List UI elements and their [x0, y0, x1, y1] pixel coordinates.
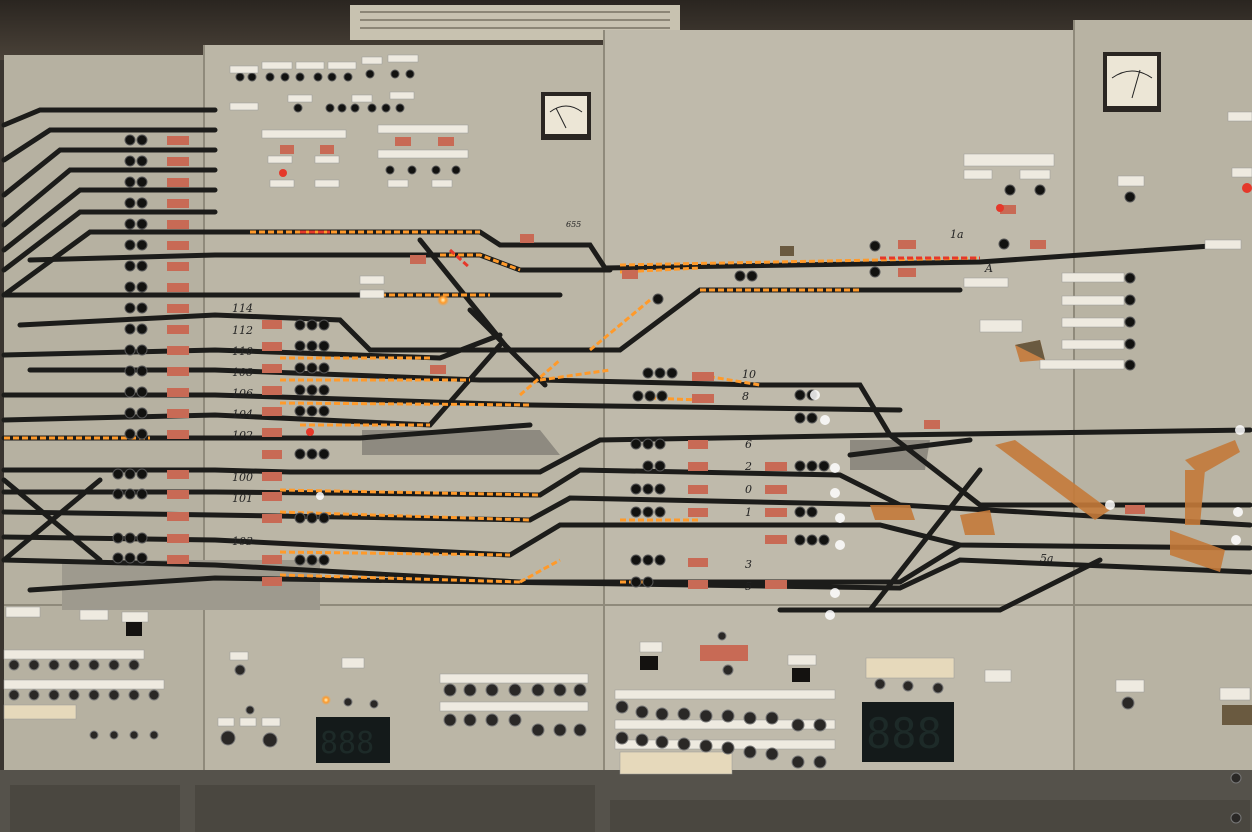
digital-display-left: 888 [316, 717, 390, 763]
route-button-blocks [112, 69, 1145, 661]
rotary-switch-bank [8, 631, 1242, 824]
svg-text:888: 888 [866, 709, 942, 758]
svg-text:103: 103 [232, 535, 253, 548]
svg-text:3: 3 [745, 558, 752, 571]
amber-indicator-lamp [321, 695, 331, 705]
svg-text:A: A [984, 262, 993, 275]
svg-text:655: 655 [566, 220, 581, 229]
panel-section-4 [1074, 20, 1252, 810]
svg-text:2: 2 [744, 460, 752, 473]
svg-text:108: 108 [232, 366, 253, 379]
svg-text:10: 10 [742, 368, 756, 381]
track-diagram [1, 107, 1252, 613]
svg-text:5: 5 [745, 580, 752, 593]
track-numbers: 114 112 110 108 106 104 102 100 101 103 … [232, 220, 1054, 593]
indicator-lamps [279, 169, 1252, 436]
svg-text:6: 6 [745, 438, 752, 451]
svg-text:0: 0 [745, 483, 752, 496]
svg-text:102: 102 [232, 429, 253, 442]
svg-text:112: 112 [232, 324, 253, 337]
digital-display-right: 888 [862, 702, 954, 762]
svg-text:100: 100 [232, 471, 253, 484]
svg-text:5a: 5a [1040, 552, 1054, 565]
svg-text:106: 106 [232, 387, 253, 400]
ammeter-gauge [1103, 52, 1161, 112]
svg-text:1: 1 [745, 506, 752, 519]
svg-text:101: 101 [232, 492, 253, 505]
svg-text:104: 104 [232, 408, 253, 421]
svg-text:110: 110 [232, 345, 253, 358]
svg-text:1a: 1a [950, 228, 964, 241]
svg-text:8: 8 [742, 390, 749, 403]
white-labels [3, 54, 1252, 775]
voltmeter-gauge [541, 92, 591, 140]
svg-text:114: 114 [232, 302, 253, 315]
svg-text:888: 888 [320, 726, 374, 761]
